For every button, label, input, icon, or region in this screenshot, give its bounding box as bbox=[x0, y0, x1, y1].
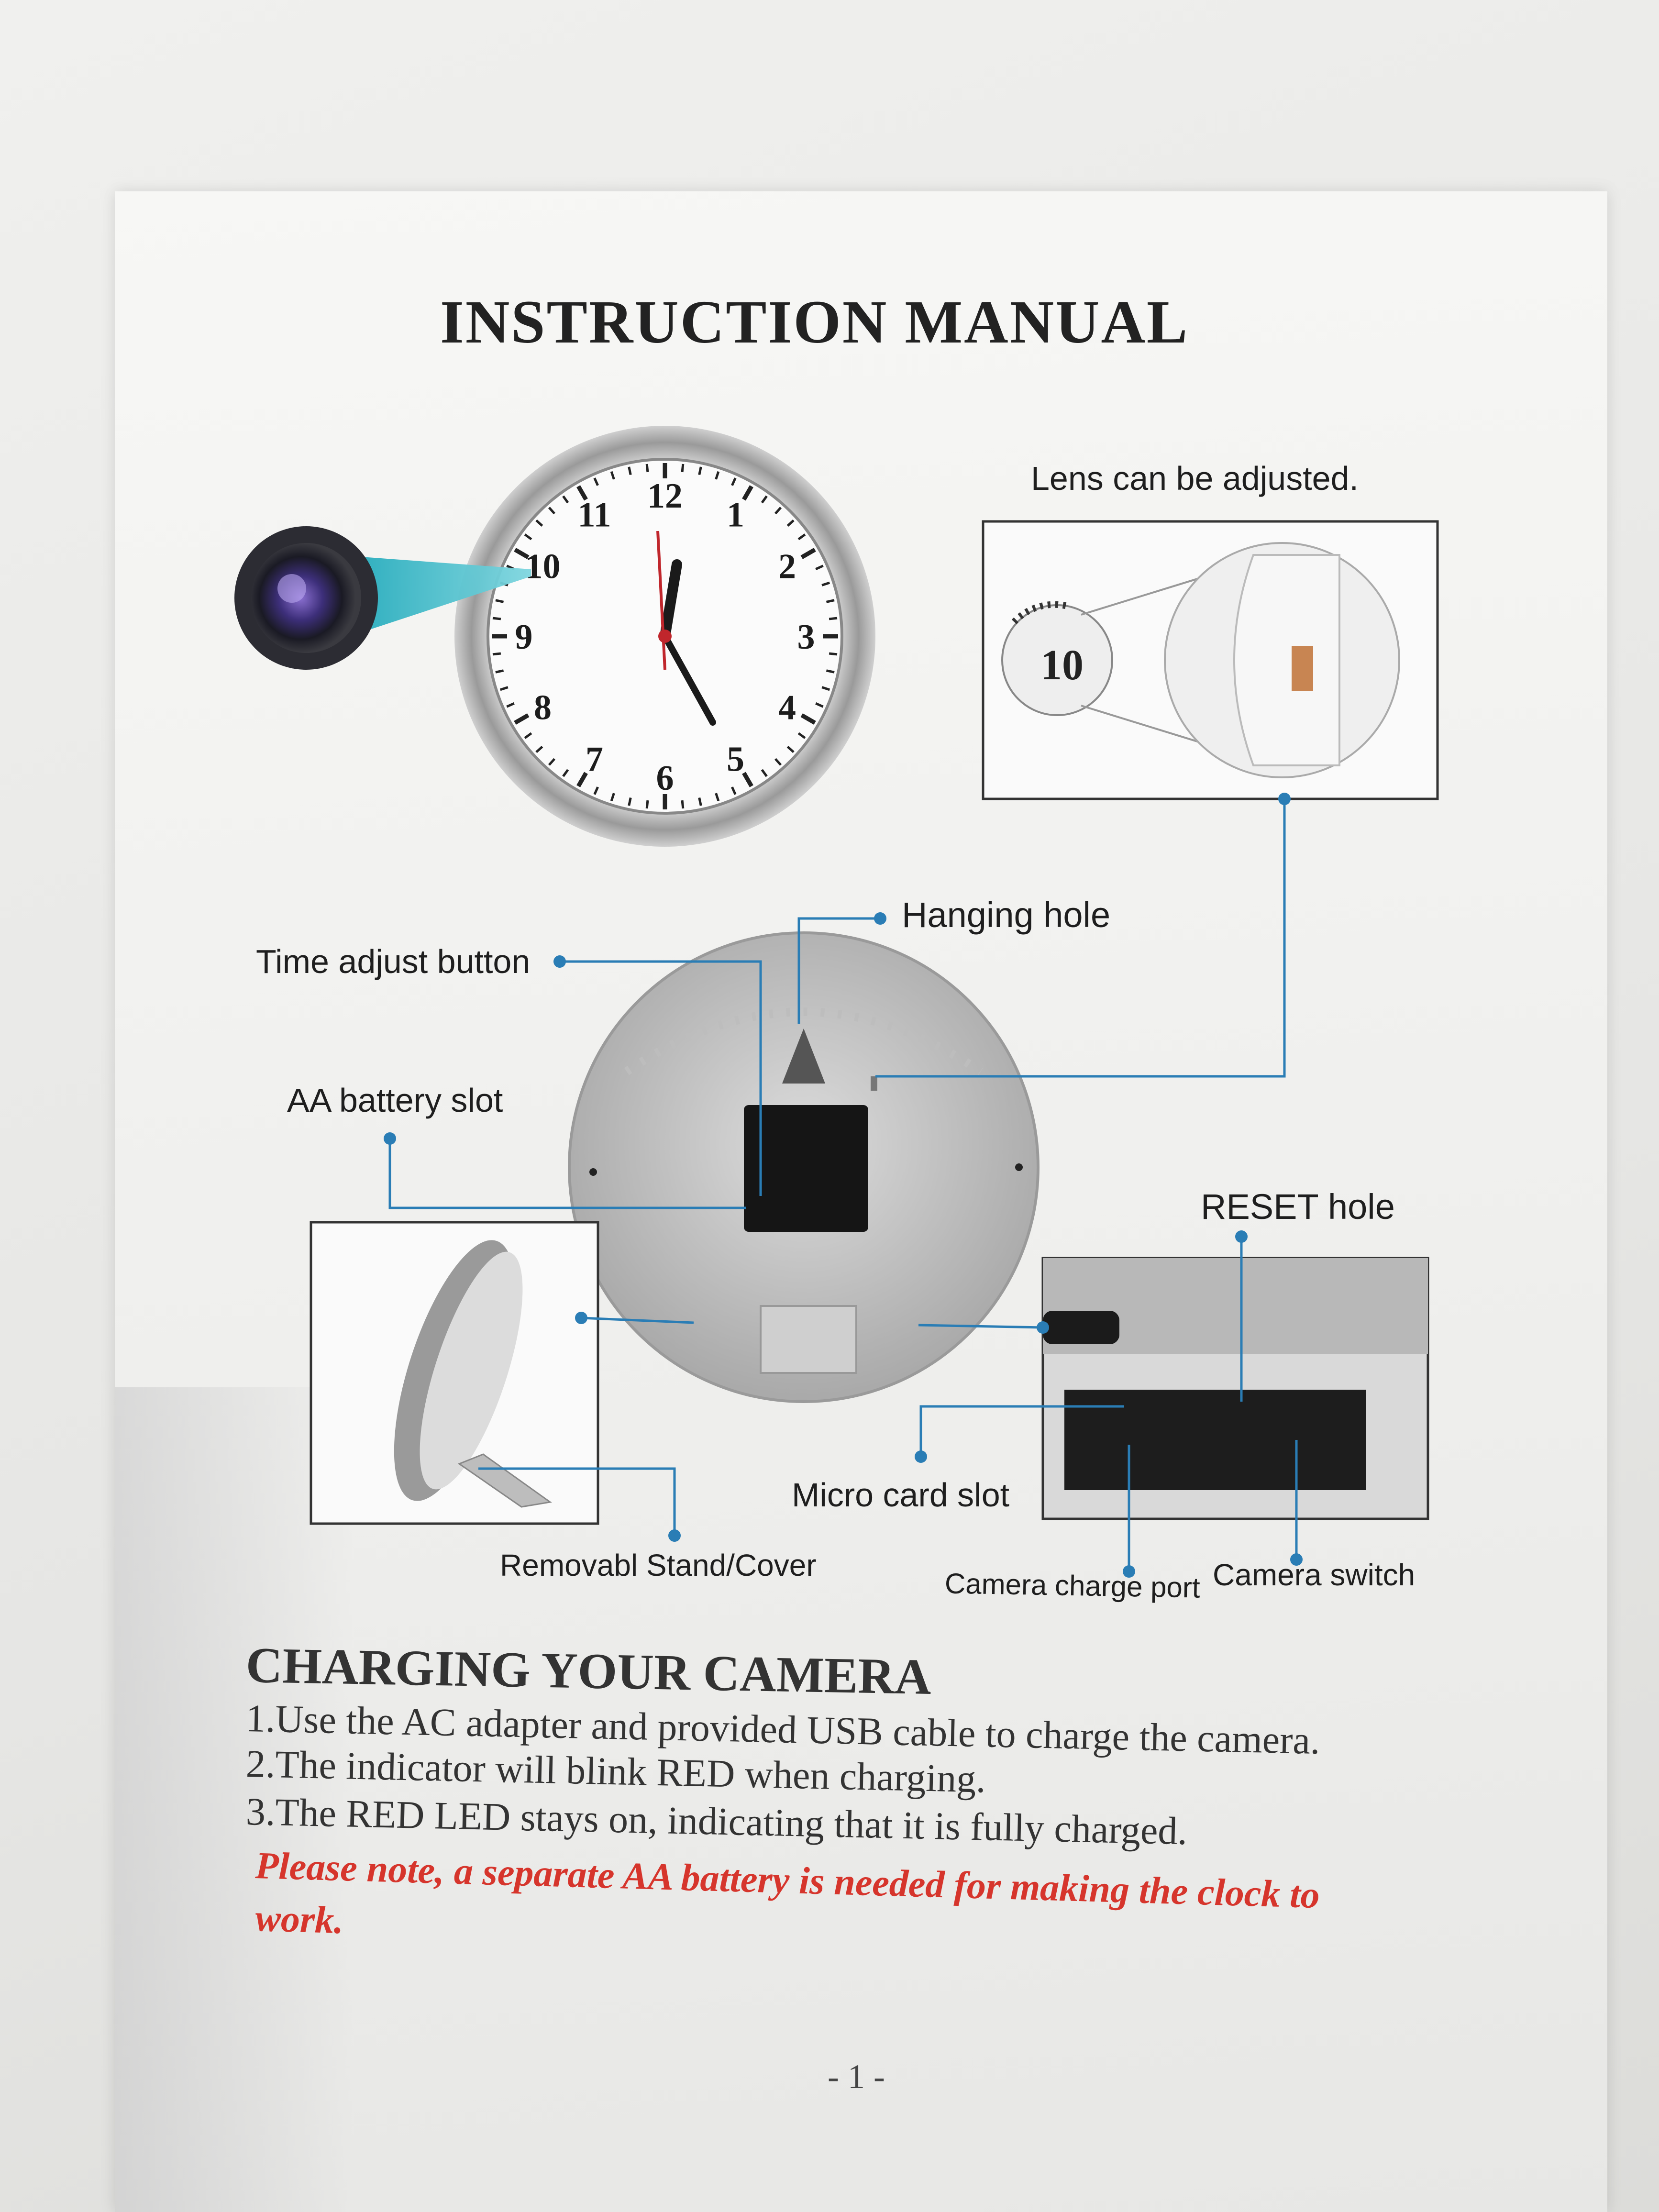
clock-tick bbox=[495, 669, 504, 674]
clock-numeral-1: 1 bbox=[727, 496, 744, 535]
clock-numeral-8: 8 bbox=[534, 688, 552, 728]
clock-tick bbox=[821, 581, 830, 586]
clock-numeral-4: 4 bbox=[778, 688, 796, 728]
clock-tick bbox=[821, 686, 830, 691]
clock-tick bbox=[499, 686, 509, 691]
clock-numeral-7: 7 bbox=[586, 740, 603, 779]
clock-tick bbox=[492, 617, 501, 620]
clock-tick bbox=[681, 464, 685, 473]
camera-switch-label: Camera switch bbox=[1213, 1558, 1416, 1592]
clock-tick bbox=[826, 599, 835, 603]
removable-stand-label: Removabl Stand/Cover bbox=[500, 1548, 817, 1582]
page-number: - 1 - bbox=[828, 2057, 885, 2096]
clock-tick bbox=[797, 533, 806, 541]
clock-tick bbox=[593, 786, 599, 795]
clock-tick bbox=[628, 466, 632, 476]
clock-tick bbox=[797, 732, 806, 739]
hour-hand bbox=[660, 559, 682, 641]
clock-tick bbox=[829, 617, 838, 620]
clock-tick bbox=[742, 485, 753, 501]
camera-charge-port-label: Camera charge port bbox=[944, 1567, 1201, 1604]
clock-tick bbox=[535, 519, 543, 527]
lens-detail-box bbox=[982, 520, 1439, 800]
clock-tick bbox=[645, 464, 649, 473]
stand-detail-box bbox=[310, 1221, 599, 1525]
clock-tick bbox=[786, 519, 795, 527]
port-detail-box bbox=[1041, 1257, 1429, 1520]
clock-tick bbox=[514, 713, 530, 725]
clock-tick bbox=[610, 793, 615, 802]
clock-tick bbox=[576, 772, 588, 787]
hanging-hole-icon bbox=[782, 1029, 825, 1084]
port-panel bbox=[1064, 1390, 1366, 1490]
clock-tick bbox=[495, 599, 504, 603]
clock-tick bbox=[548, 507, 556, 515]
lens-zoom-number: 10 bbox=[1040, 641, 1084, 689]
manual-title: INSTRUCTION MANUAL bbox=[440, 288, 1189, 356]
clock-tick bbox=[628, 797, 632, 806]
clock-back bbox=[568, 931, 1040, 1403]
clock-numeral-11: 11 bbox=[578, 496, 611, 535]
clock-tick bbox=[610, 471, 615, 480]
clock-tick bbox=[731, 477, 737, 486]
clock-numeral-3: 3 bbox=[797, 618, 815, 657]
clock-numeral-10: 10 bbox=[525, 547, 561, 586]
clock-tick bbox=[698, 797, 702, 806]
clock-tick bbox=[514, 548, 530, 559]
callout-lines bbox=[388, 799, 1298, 1571]
clock-tick bbox=[742, 772, 753, 787]
clock-tick bbox=[761, 769, 768, 777]
clock-numeral-9: 9 bbox=[515, 618, 533, 657]
lens-adjust-knob bbox=[1292, 646, 1313, 691]
clock-tick bbox=[524, 533, 532, 541]
clock-tick bbox=[562, 769, 569, 777]
clock-tick bbox=[715, 471, 720, 480]
clock-tick bbox=[815, 564, 824, 570]
clock-tick bbox=[774, 507, 782, 515]
clock-tick bbox=[645, 800, 649, 809]
clock-tick bbox=[593, 477, 599, 486]
time-adjust-button-label: Time adjust button bbox=[256, 943, 531, 980]
battery-note-continued: work. bbox=[254, 1897, 344, 1942]
clock-tick bbox=[576, 485, 588, 501]
reset-hole-label: RESET hole bbox=[1201, 1187, 1395, 1227]
clock-tick bbox=[506, 702, 515, 708]
clock-tick bbox=[524, 732, 532, 739]
clock-numeral-5: 5 bbox=[727, 740, 744, 779]
minute-hand bbox=[662, 633, 716, 726]
clock-numeral-2: 2 bbox=[778, 547, 796, 586]
charging-heading: CHARGING YOUR CAMERA bbox=[245, 1637, 932, 1705]
clock-numeral-6: 6 bbox=[656, 759, 674, 798]
clock-tick bbox=[681, 800, 685, 809]
clock-tick bbox=[800, 713, 816, 725]
clock-tick bbox=[829, 652, 838, 656]
clock-tick bbox=[535, 745, 543, 753]
lens-caption: Lens can be adjusted. bbox=[1031, 460, 1359, 497]
clock-tick bbox=[815, 702, 824, 708]
camera-lens-icon bbox=[234, 526, 378, 670]
clock-tick bbox=[761, 495, 768, 504]
clock-tick bbox=[698, 466, 702, 476]
clock-tick bbox=[774, 758, 782, 766]
clock-tick bbox=[786, 745, 795, 753]
clock-tick bbox=[562, 495, 569, 504]
movement-box bbox=[744, 1105, 868, 1232]
clock-numeral-12: 12 bbox=[647, 476, 683, 516]
clock-tick bbox=[826, 669, 835, 674]
clock-tick bbox=[800, 548, 816, 559]
clock-tick bbox=[731, 786, 737, 795]
aa-battery-slot-label: AA battery slot bbox=[287, 1082, 503, 1119]
lens-beam bbox=[335, 555, 531, 641]
callout-dots bbox=[384, 793, 1303, 1578]
hanging-hole-label: Hanging hole bbox=[902, 895, 1111, 935]
second-hand bbox=[656, 531, 666, 670]
clock-ticks bbox=[492, 463, 838, 809]
clock-tick bbox=[548, 758, 556, 766]
clock-tick bbox=[492, 652, 501, 656]
micro-card-slot-label: Micro card slot bbox=[792, 1476, 1010, 1514]
clock-tick bbox=[715, 793, 720, 802]
